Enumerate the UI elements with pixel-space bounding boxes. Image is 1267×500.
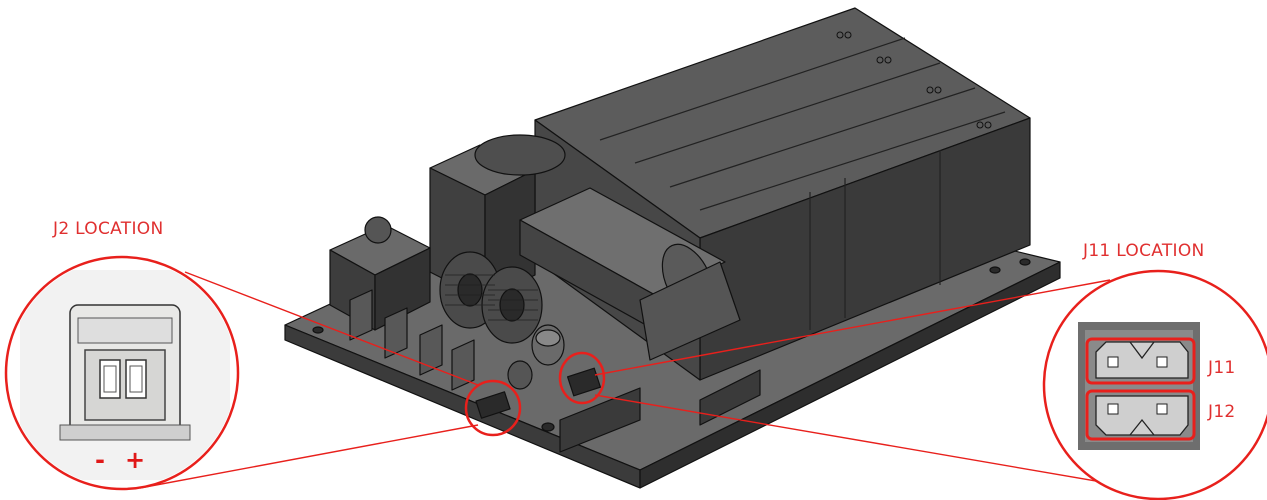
j2-location-label: J2 LOCATION [53, 219, 164, 239]
base-plate-side-right [639, 261, 1061, 489]
j2-plus-label: + [125, 446, 146, 474]
j2-minus-label: - [95, 446, 105, 474]
j11-board-circle [558, 351, 606, 405]
annotation-lines [139, 271, 1161, 493]
j12-connector-label: J12 [1208, 402, 1236, 422]
j2-board-circle [464, 379, 522, 437]
j11-location-label: J11 LOCATION [1083, 241, 1205, 261]
j11-detail [1042, 269, 1267, 500]
power-supply-model [284, 7, 1061, 489]
j11-connector-label: J11 [1208, 358, 1236, 378]
j2-detail [4, 255, 240, 491]
